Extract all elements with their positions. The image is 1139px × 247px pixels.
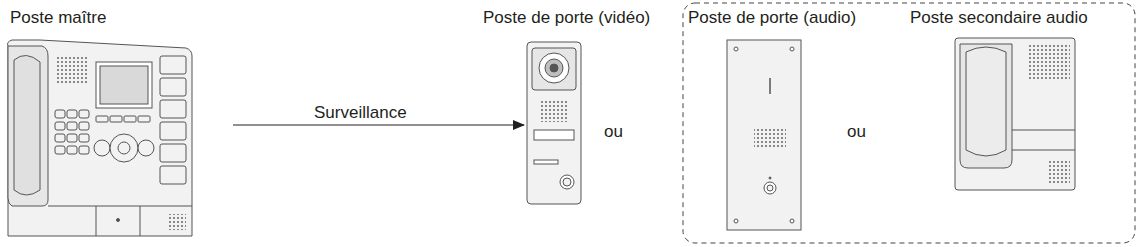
arrow-label: Surveillance <box>312 103 409 123</box>
alternative-word: ou <box>847 122 866 142</box>
monitoring-arrow <box>233 125 524 126</box>
device-heading: Poste secondaire audio <box>910 8 1088 28</box>
device-heading: Poste de porte (vidéo) <box>483 8 650 28</box>
audio-door-station <box>727 40 801 230</box>
device-heading: Poste de porte (audio) <box>688 8 856 28</box>
group-outline <box>683 3 1135 243</box>
device-node: Poste de porte (vidéo) <box>524 40 584 206</box>
video-door-station <box>527 42 581 204</box>
device-node: Poste de porte (audio) <box>726 38 802 232</box>
device-node: Poste maître <box>5 40 233 238</box>
device-node: Poste secondaire audio <box>953 36 1077 192</box>
device-heading: Poste maître <box>10 8 106 28</box>
alternative-word: ou <box>604 122 623 142</box>
master-station <box>8 40 193 236</box>
audio-sub-station <box>955 38 1075 190</box>
